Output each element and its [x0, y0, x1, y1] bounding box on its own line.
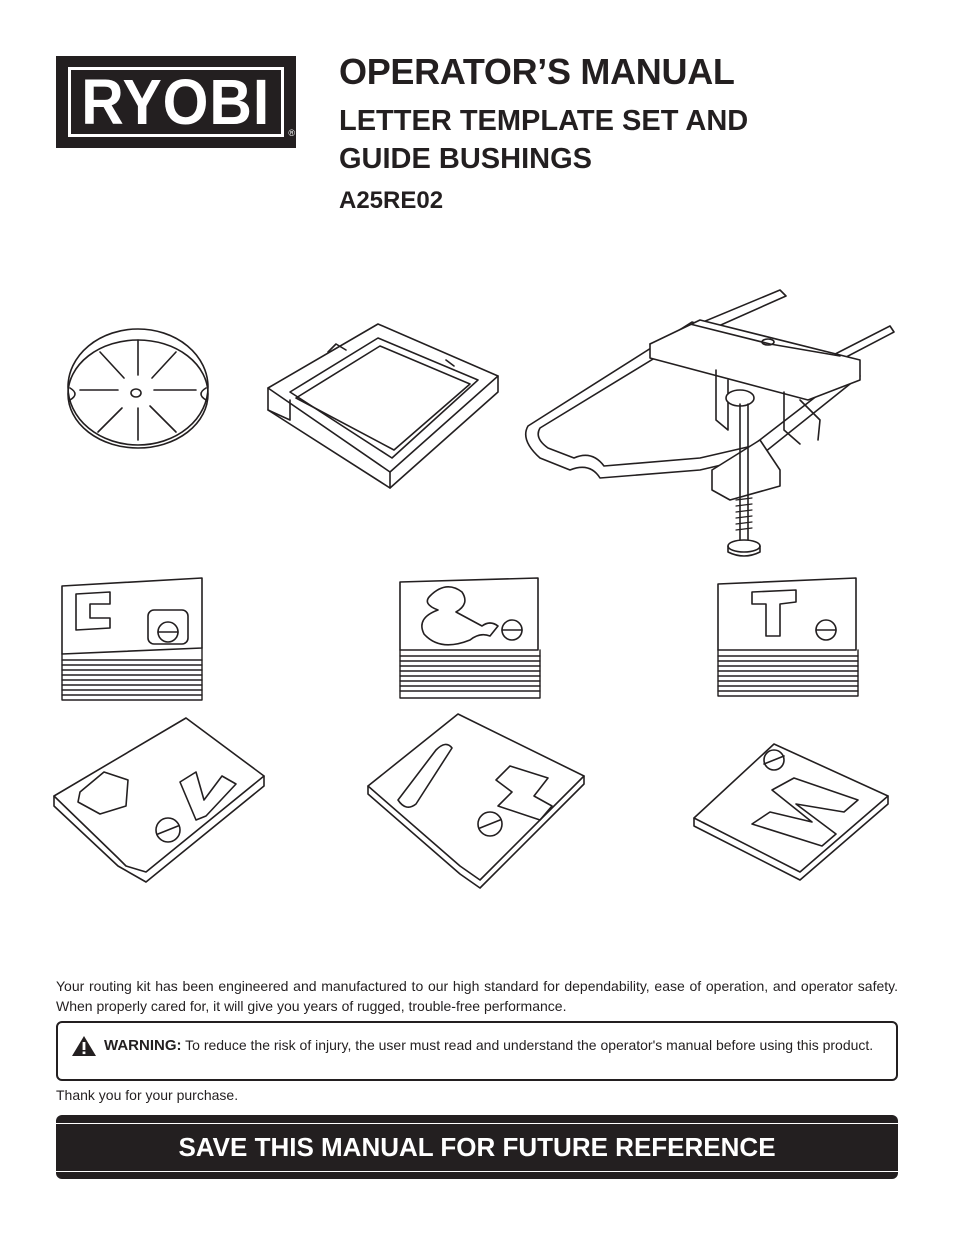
letter-template-stack-ampersand [399, 577, 541, 699]
product-illustration [53, 289, 895, 889]
guide-bushing-disc-icon [67, 328, 209, 449]
letter-template-oy [53, 717, 265, 883]
thanks-text: Thank you for your purchase. [56, 1087, 239, 1103]
warning-label: WARNING: [104, 1037, 182, 1054]
banner-text: SAVE THIS MANUAL FOR FUTURE REFERENCE [178, 1132, 776, 1162]
ryobi-logo: RYOBI ® [56, 56, 296, 148]
model-number: A25RE02 [339, 187, 444, 214]
banner-rule-bottom [56, 1171, 898, 1172]
template-tray-icon [267, 323, 499, 489]
product-name-line-1: LETTER TEMPLATE SET AND [339, 105, 749, 137]
letter-template-z [693, 743, 889, 881]
title-block: OPERATOR’S MANUAL LETTER TEMPLATE SET AN… [339, 52, 748, 216]
logo-text: RYOBI [81, 66, 271, 138]
product-name-line-2: GUIDE BUSHINGS [339, 143, 592, 175]
save-manual-banner: SAVE THIS MANUAL FOR FUTURE REFERENCE [56, 1115, 898, 1179]
letter-template-stack-c [61, 577, 203, 701]
warning-text: To reduce the risk of injury, the user m… [185, 1037, 874, 1053]
warning-box: WARNING: To reduce the risk of injury, t… [56, 1021, 898, 1081]
warning-triangle-icon [72, 1036, 96, 1056]
banner-rule-top [56, 1123, 898, 1124]
logo-border: RYOBI ® [68, 66, 295, 138]
template-clamp-guide-icon [524, 289, 895, 557]
manual-title: OPERATOR’S MANUAL [339, 51, 735, 92]
product-name: LETTER TEMPLATE SET AND GUIDE BUSHINGS [339, 102, 748, 178]
letter-template-stack-t [717, 577, 859, 697]
intro-paragraph: Your routing kit has been engineered and… [56, 978, 898, 1014]
letter-template-12 [367, 713, 585, 889]
registered-mark: ® [288, 128, 295, 138]
